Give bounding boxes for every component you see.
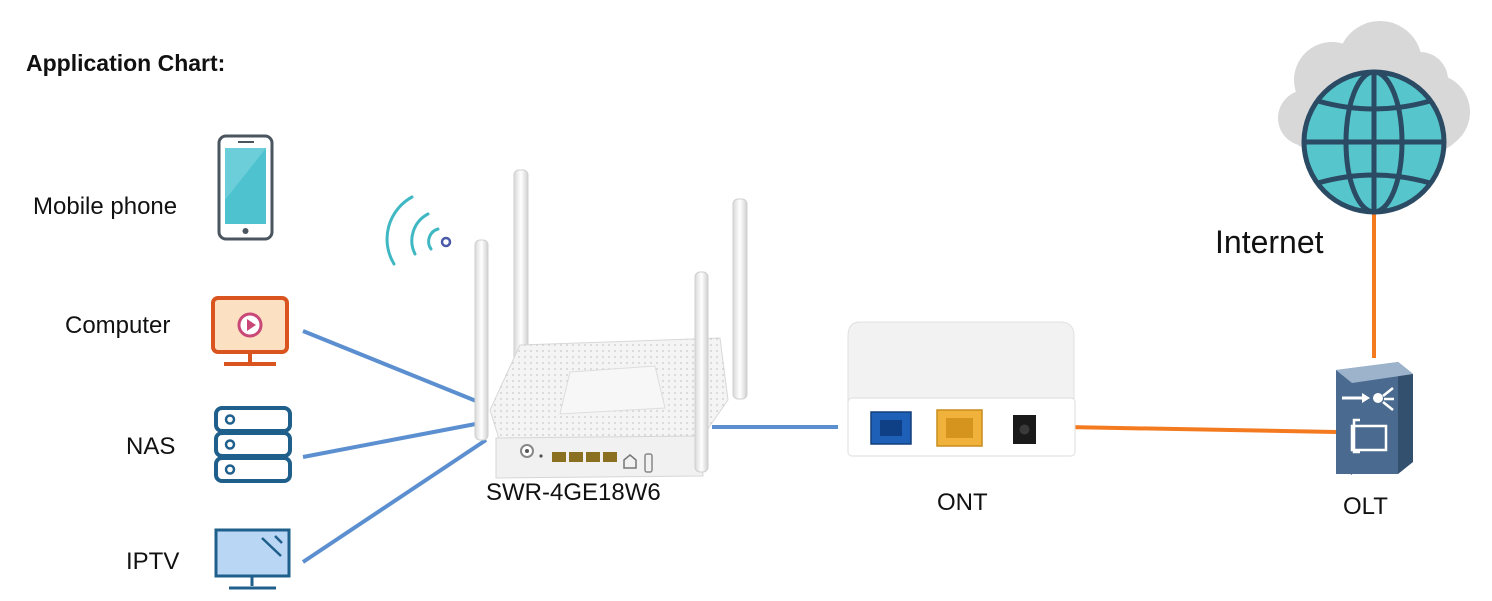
olt-device-icon: [1336, 362, 1413, 475]
nas-server-icon: [214, 406, 292, 483]
link-ont-olt: [1065, 425, 1337, 434]
lan-links: [301, 329, 838, 564]
fiber-links: [1065, 212, 1376, 434]
ont-device-icon: [847, 321, 1076, 457]
mobile-phone-icon: [217, 134, 274, 241]
tv-icon: [214, 528, 291, 590]
page-title: Application Chart:: [26, 50, 225, 76]
computer-monitor-icon: [211, 296, 289, 366]
internet-label: Internet: [1215, 224, 1324, 260]
nas-label: NAS: [126, 433, 175, 460]
computer-label: Computer: [65, 312, 170, 339]
mobile-phone-label: Mobile phone: [33, 193, 177, 220]
globe-cloud-icon: [1278, 21, 1470, 215]
router-label: SWR-4GE18W6: [486, 479, 661, 506]
olt-label: OLT: [1343, 493, 1388, 520]
iptv-label: IPTV: [126, 548, 179, 575]
router-icon: [474, 169, 748, 479]
link-computer-router: [302, 329, 487, 407]
ont-label: ONT: [937, 489, 988, 516]
wifi-signal-icon: [385, 195, 452, 266]
link-nas-router: [302, 420, 487, 459]
link-iptv-router: [301, 438, 488, 564]
